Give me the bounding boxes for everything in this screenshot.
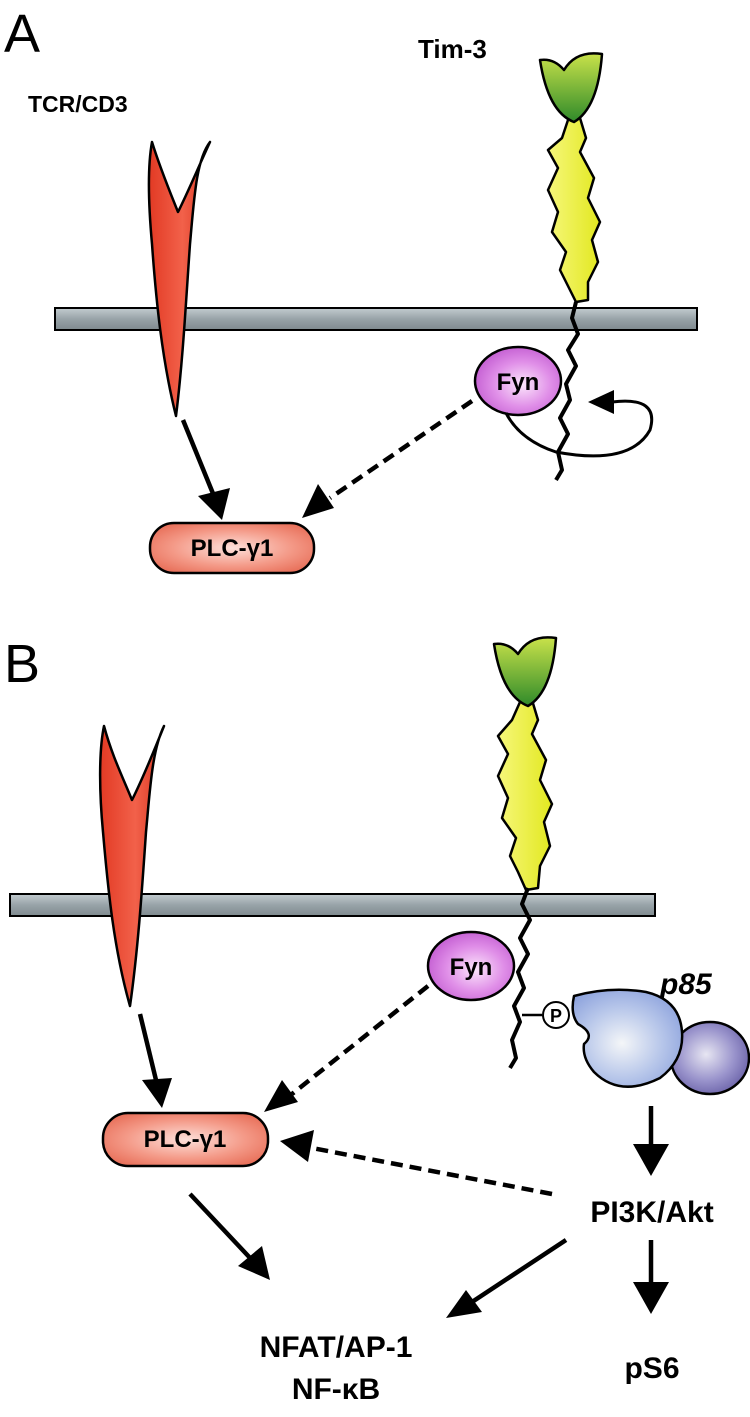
tim3-label: Tim-3 xyxy=(418,34,487,64)
tcr-cd3-receptor-a xyxy=(147,140,212,418)
panel-a: A TCR/CD3 Tim-3 Fyn PLC-γ1 xyxy=(4,4,698,575)
ps6-label: pS6 xyxy=(624,1352,679,1385)
plc-label-b: PLC-γ1 xyxy=(144,1126,227,1153)
tcr-to-plc-arrowhead-b xyxy=(142,1078,172,1108)
plc-label-a: PLC-γ1 xyxy=(191,535,274,562)
plc-to-nfat-arrow xyxy=(188,1192,254,1262)
nfkb-label: NF-κB xyxy=(292,1373,380,1406)
tcr-to-plc-arrowhead-a xyxy=(198,488,230,520)
plc-to-nfat-arrowhead xyxy=(238,1246,270,1280)
pi3k-to-nfat-arrow xyxy=(470,1238,568,1304)
tim3-phosphorylation-arrowhead-a xyxy=(588,390,614,414)
cell-membrane-a xyxy=(54,307,698,331)
fyn-to-plc-arrowhead-b xyxy=(264,1080,298,1112)
plc-gamma1-a xyxy=(148,521,316,575)
p85-label: p85 xyxy=(659,968,713,1001)
fyn-kinase-b xyxy=(426,930,516,1002)
fyn-to-plc-arrow-b xyxy=(290,984,430,1096)
tim3-mucin-stalk-a xyxy=(546,116,602,304)
fyn-label-b: Fyn xyxy=(450,954,493,981)
pi3k-to-plc-arrow xyxy=(311,1145,553,1197)
pi3k-to-ps6-arrowhead xyxy=(633,1282,669,1314)
panel-b-letter: B xyxy=(4,634,40,694)
phospho-tyrosine-icon xyxy=(542,1001,570,1029)
tim3-igv-domain-b xyxy=(492,636,558,708)
pi3k-akt-label: PI3K/Akt xyxy=(590,1196,713,1229)
tim3-igv-domain-a xyxy=(538,52,604,124)
nfat-ap1-label: NFAT/AP-1 xyxy=(260,1331,413,1364)
fyn-label-a: Fyn xyxy=(497,369,540,396)
fyn-kinase-a xyxy=(473,345,563,417)
plc-gamma1-b xyxy=(101,1111,270,1168)
fyn-to-plc-arrow-a xyxy=(328,399,474,500)
pi3k-to-plc-arrowhead xyxy=(280,1130,314,1162)
cell-membrane-b xyxy=(9,893,656,917)
fyn-to-plc-arrowhead-a xyxy=(302,484,334,518)
tcr-to-plc-arrow-a xyxy=(180,419,217,497)
tcr-cd3-receptor-b xyxy=(98,724,166,1008)
tcr-to-plc-arrow-b xyxy=(137,1013,159,1081)
p85-regulatory-subunit xyxy=(571,988,684,1088)
panel-b: B Fyn P p85 PLC-γ1 PI3K/Akt xyxy=(4,634,750,1406)
p85-to-pi3k-arrowhead xyxy=(633,1144,669,1176)
tim3-phosphorylation-loop-a xyxy=(504,399,654,458)
pi3k-to-nfat-arrowhead xyxy=(446,1290,482,1318)
panel-a-letter: A xyxy=(4,4,40,64)
tim3-cytoplasmic-tail-b xyxy=(508,887,532,1070)
phospho-label: P xyxy=(550,1006,562,1026)
tcr-cd3-label: TCR/CD3 xyxy=(28,91,128,117)
tim3-cytoplasmic-tail-a xyxy=(554,301,580,482)
tim3-mucin-stalk-b xyxy=(496,698,554,892)
